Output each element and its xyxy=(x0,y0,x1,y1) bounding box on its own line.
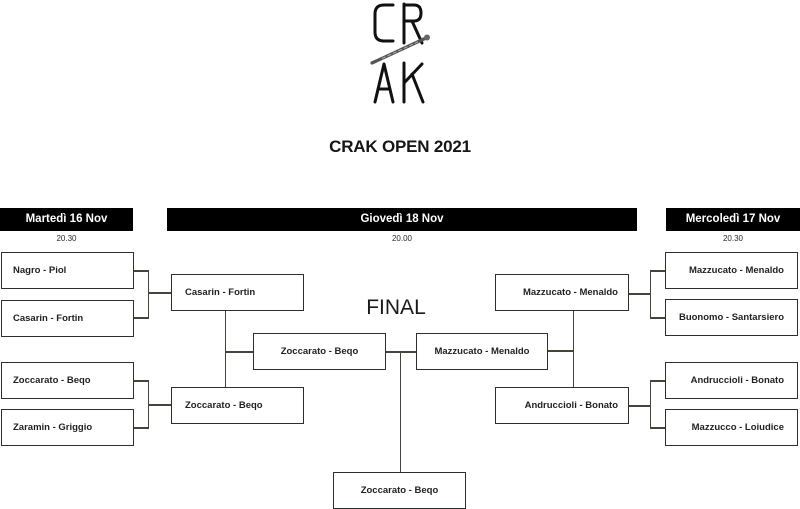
time-left: 20.30 xyxy=(56,234,77,243)
match-box-left-semi-1: Casarin - Fortin xyxy=(171,274,304,311)
bracket-connector xyxy=(547,350,574,352)
bracket-connector xyxy=(385,351,417,353)
final-label: FINAL xyxy=(366,296,426,319)
bracket-connector xyxy=(133,380,149,382)
bracket-connector xyxy=(148,292,172,294)
bracket-connector xyxy=(649,380,651,429)
winner-box: Zoccarato - Beqo xyxy=(333,472,466,509)
match-box-left-semi-2: Zoccarato - Beqo xyxy=(171,387,304,424)
bracket-connector xyxy=(147,270,149,319)
logo-letter-k xyxy=(402,61,425,104)
match-box-left-r1-2: Casarin - Fortin xyxy=(1,300,134,337)
match-box-right-r1-4: Mazzucco - Loiudice xyxy=(665,409,798,446)
cue-stick-icon xyxy=(370,34,430,65)
bracket-connector xyxy=(133,317,149,319)
day-header-left: Martedì 16 Nov xyxy=(0,208,133,231)
page-title: CRAK OPEN 2021 xyxy=(329,137,471,156)
match-box-right-r1-2: Buonomo - Santarsiero xyxy=(665,299,798,336)
time-center: 20.00 xyxy=(391,234,413,243)
bracket-connector xyxy=(133,270,149,272)
day-header-right: Mercoledì 17 Nov xyxy=(666,208,800,231)
bracket-connector xyxy=(628,293,651,295)
match-box-right-r1-1: Mazzucato - Menaldo xyxy=(665,252,798,289)
bracket-connector xyxy=(399,351,401,473)
bracket-connector xyxy=(650,427,666,429)
logo-letter-r xyxy=(402,2,424,45)
bracket-connector xyxy=(225,351,254,353)
match-box-right-semi-1: Mazzucato - Menaldo xyxy=(495,274,629,311)
bracket-connector xyxy=(650,270,666,272)
bracket-connector xyxy=(572,310,574,389)
match-box-final-right: Mazzucato - Menaldo xyxy=(416,333,548,370)
match-box-final-left: Zoccarato - Beqo xyxy=(253,333,386,370)
match-box-right-semi-2: Andruccioli - Bonato xyxy=(495,387,629,424)
bracket-connector xyxy=(133,427,149,429)
crak-logo xyxy=(370,2,430,104)
bracket-connector xyxy=(649,270,651,319)
bracket-connector xyxy=(650,317,666,319)
time-right: 20.30 xyxy=(722,234,744,243)
bracket-connector xyxy=(148,404,172,406)
logo-letter-a xyxy=(373,62,395,104)
bracket-connector xyxy=(628,405,651,407)
day-header-center: Giovedì 18 Nov xyxy=(167,208,637,231)
match-box-left-r1-1: Nagro - Piol xyxy=(1,252,134,289)
match-box-right-r1-3: Andruccioli - Bonato xyxy=(665,362,798,399)
bracket-connector xyxy=(650,380,666,382)
match-box-left-r1-3: Zoccarato - Beqo xyxy=(1,362,134,399)
match-box-left-r1-4: Zaramin - Griggio xyxy=(1,409,134,446)
bracket-connector xyxy=(224,310,226,388)
logo-letter-c xyxy=(373,3,395,43)
